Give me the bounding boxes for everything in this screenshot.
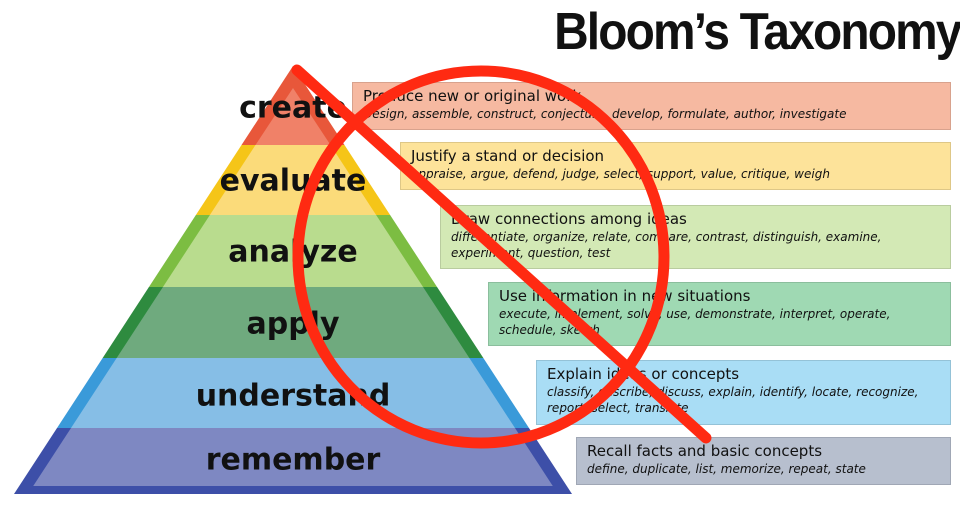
- description-heading: Produce new or original work: [363, 87, 582, 105]
- description-box-analyze: Draw connections among ideas differentiat…: [440, 205, 951, 269]
- description-heading: Use information in new situations: [499, 287, 751, 305]
- description-box-remember: Recall facts and basic concepts define, d…: [576, 437, 951, 485]
- description-verbs: differentiate, organize, relate, compare…: [451, 230, 882, 260]
- description-box-apply: Use information in new situations execute…: [488, 282, 951, 346]
- description-verbs: execute, implement, solve, use, demonstr…: [499, 307, 891, 337]
- description-verbs: Design, assemble, construct, conjecture,…: [363, 107, 847, 121]
- description-heading: Draw connections among ideas: [451, 210, 687, 228]
- pyramid-label-analyze: analyze: [228, 235, 358, 270]
- description-verbs: define, duplicate, list, memorize, repea…: [587, 462, 866, 476]
- description-box-understand: Explain ideas or concepts classify, descr…: [536, 360, 951, 425]
- pyramid-label-evaluate: evaluate: [220, 164, 367, 199]
- page-title: Bloom’s Taxonomy: [554, 3, 960, 61]
- pyramid-label-create: create: [239, 91, 347, 126]
- description-verbs: appraise, argue, defend, judge, select, …: [411, 167, 830, 181]
- description-box-evaluate: Justify a stand or decision appraise, arg…: [400, 142, 951, 190]
- description-heading: Justify a stand or decision: [411, 147, 605, 165]
- description-verbs: classify, describe, discuss, explain, id…: [547, 385, 919, 415]
- description-heading: Recall facts and basic concepts: [587, 442, 823, 460]
- pyramid-label-apply: apply: [246, 307, 339, 342]
- pyramid-label-remember: remember: [206, 443, 381, 478]
- pyramid-label-understand: understand: [196, 379, 391, 414]
- description-heading: Explain ideas or concepts: [547, 365, 740, 383]
